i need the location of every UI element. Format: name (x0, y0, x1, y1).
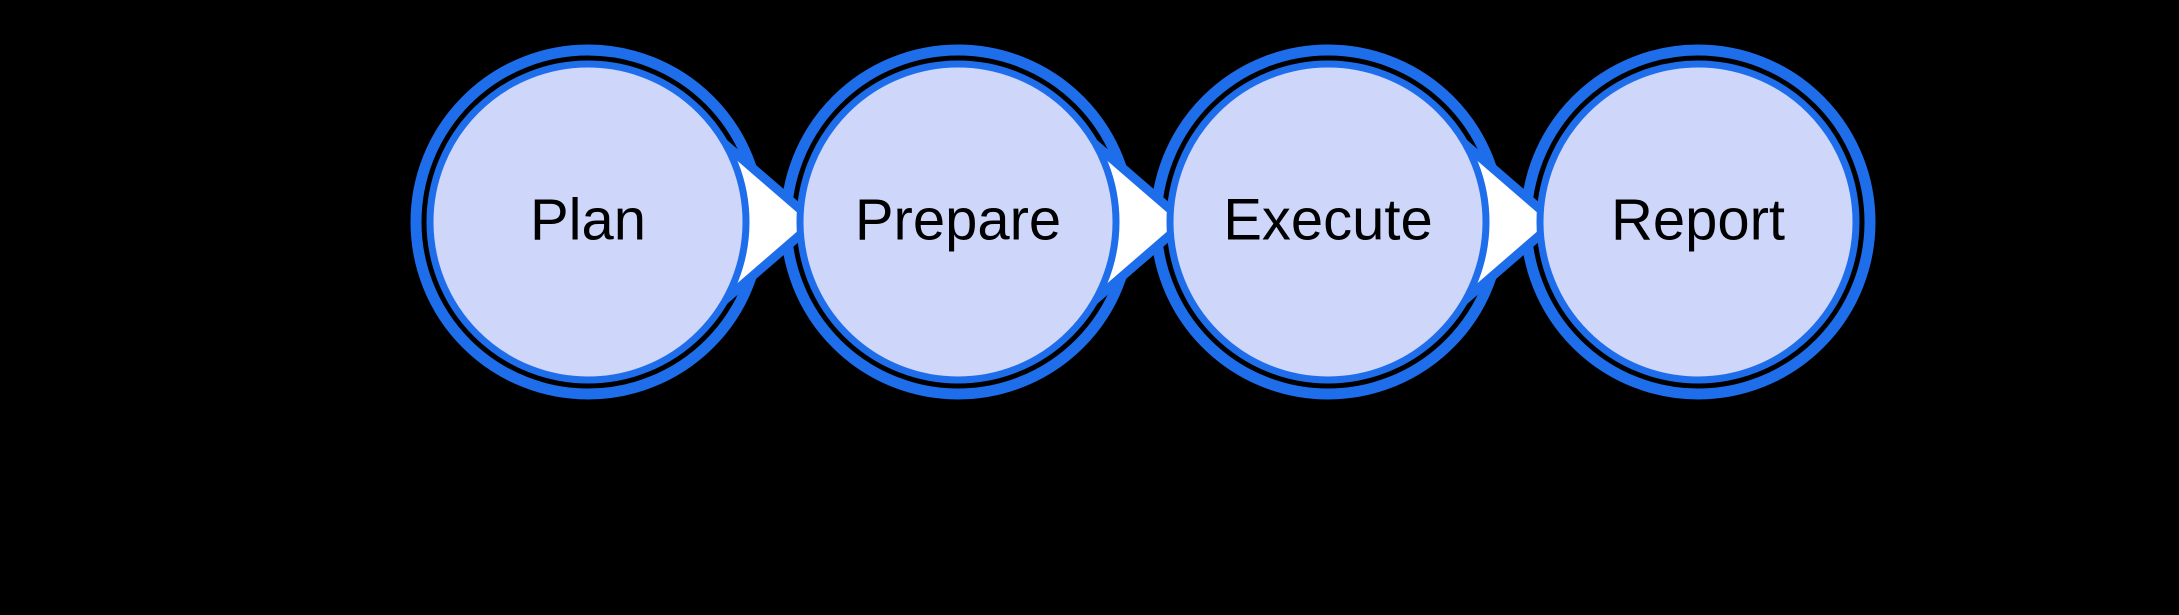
node-label-step-4: Report (1611, 187, 1785, 252)
node-disc-step-2[interactable] (796, 60, 1120, 384)
node-step-2[interactable]: Prepare (796, 60, 1120, 384)
node-label-step-1: Plan (530, 187, 646, 252)
node-step-4[interactable]: Report (1536, 60, 1860, 384)
node-disc-step-4[interactable] (1536, 60, 1860, 384)
node-step-1[interactable]: Plan (426, 60, 750, 384)
node-disc-step-3[interactable] (1166, 60, 1490, 384)
node-label-step-2: Prepare (855, 187, 1061, 252)
node-disc-step-1[interactable] (426, 60, 750, 384)
node-bodies: Plan Prepare Execute Report (426, 60, 1860, 384)
node-label-step-3: Execute (1223, 187, 1433, 252)
node-step-3[interactable]: Execute (1166, 60, 1490, 384)
